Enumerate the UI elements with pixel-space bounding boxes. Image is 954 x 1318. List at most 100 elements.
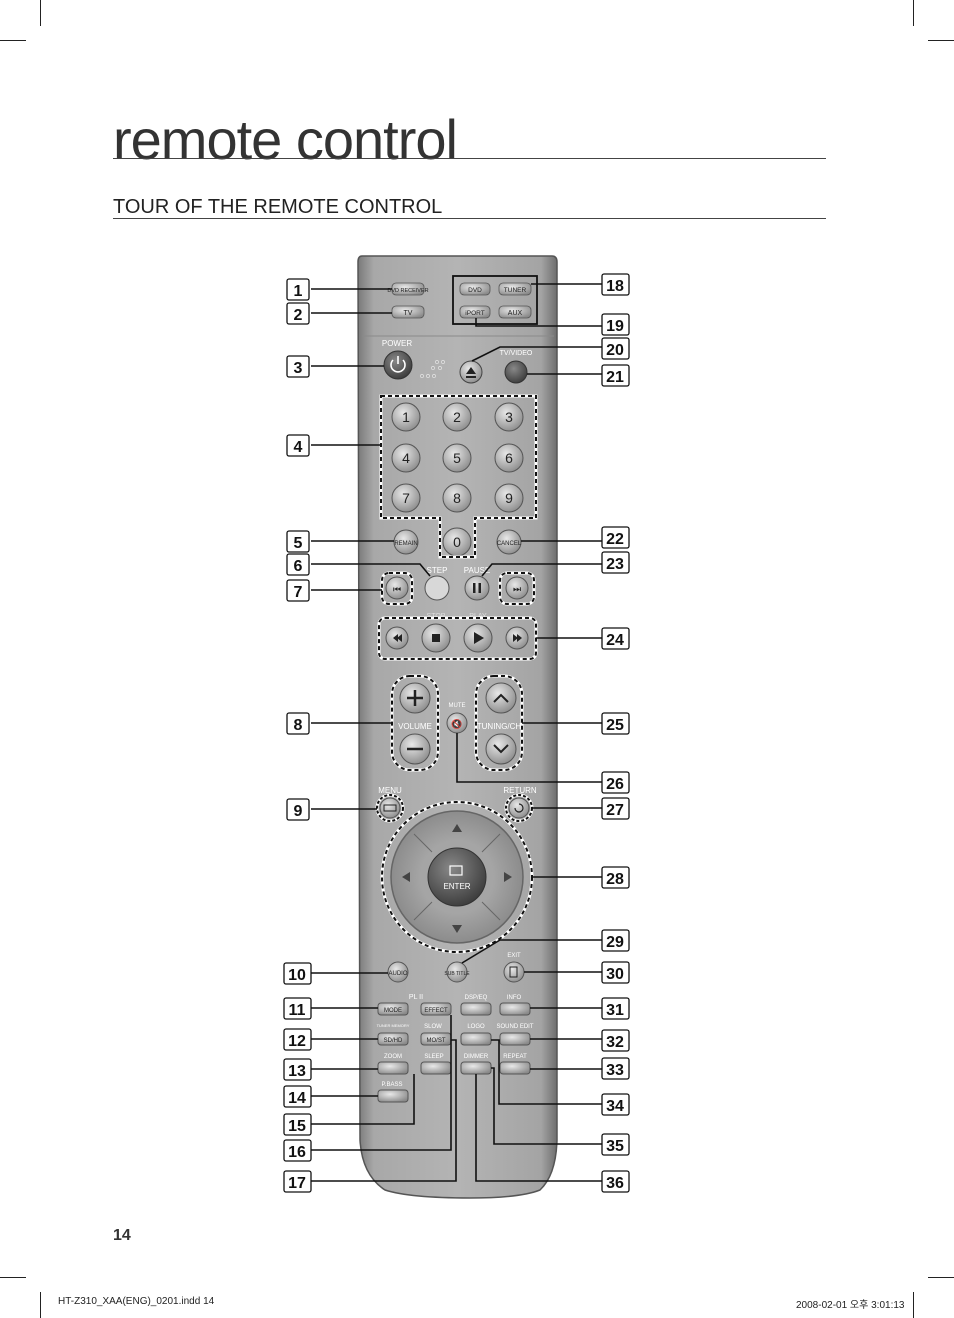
most-label: MO/ST [427,1038,446,1044]
return-label: RETURN [503,786,537,795]
effect-button [420,1002,452,1016]
pause-button [464,575,490,601]
callout-26: 26 [606,776,624,793]
callout-34: 34 [606,1098,624,1115]
menu-button [379,797,401,819]
title-rule [113,158,826,159]
crop-mark [913,0,914,26]
tuner-button[interactable]: TUNER [504,287,527,294]
crop-mark [40,0,41,26]
callout-5: 5 [294,535,303,552]
digit-5-button[interactable]: 5 [453,450,461,466]
audio-label: AUDIO [388,971,407,977]
digit-7-button[interactable]: 7 [402,490,410,506]
digit-2-button[interactable]: 2 [453,409,461,425]
zoom-label: ZOOM [384,1054,402,1060]
callout-29: 29 [606,934,624,951]
callout-8: 8 [294,717,303,734]
callout-33: 33 [606,1062,624,1079]
effect-label: EFFECT [424,1008,448,1014]
tv-button[interactable]: TV [404,310,413,317]
number-pad: 1 2 3 4 5 6 7 8 9 0 [379,394,538,559]
callout-1: 1 [294,283,303,300]
callout-11: 11 [289,1002,306,1019]
iport-button[interactable]: iPORT [465,310,484,317]
callout-36: 36 [606,1175,624,1192]
callout-10: 10 [288,967,306,984]
svg-text:⏭: ⏭ [513,584,521,594]
callout-25: 25 [606,717,624,734]
crop-mark [928,40,954,41]
aux-button[interactable]: AUX [508,310,523,317]
mode-label: MODE [384,1008,402,1014]
power-button [383,350,413,380]
crop-mark [928,1277,954,1278]
digit-0-button[interactable]: 0 [453,534,461,550]
crop-mark [913,1292,914,1318]
callout-3: 3 [294,360,303,377]
callout-20: 20 [606,342,624,359]
pause-label: PAUSE [464,566,491,575]
nav-up-button [452,824,462,832]
svg-text:⏮: ⏮ [393,584,401,594]
pbass-label: P.BASS [382,1082,403,1088]
section-rule [113,218,826,219]
callout-12: 12 [288,1033,306,1050]
subtitle-button [446,961,468,983]
digit-1-button[interactable]: 1 [402,409,410,425]
callout-15: 15 [288,1118,306,1135]
step-button [424,575,450,601]
callout-27: 27 [606,802,624,819]
digit-9-button[interactable]: 9 [505,490,513,506]
tuning-label: TUNING/CH [477,722,522,731]
callout-22: 22 [606,531,624,548]
cancel-label: CANCEL [497,541,522,547]
footer-timestamp: 2008-02-01 오후 3:01:13 [796,1300,905,1311]
dvd-button[interactable]: DVD [468,287,482,294]
digit-6-button[interactable]: 6 [505,450,513,466]
callout-4: 4 [294,439,303,456]
step-label: STEP [427,566,448,575]
slow-label: SLOW [424,1024,442,1030]
volume-label: VOLUME [398,722,432,731]
subtitle-label: SUB TITLE [444,971,470,977]
repeat-label: REPEAT [503,1054,527,1060]
dimmer-button [460,1061,492,1075]
sound-edit-label: SOUND EDIT [496,1024,533,1030]
dsp-label: DSP/EQ [465,995,488,1001]
tuning-up-button [485,682,517,714]
skip-back-button [385,576,409,600]
svg-text:🔇: 🔇 [451,718,462,729]
page-title: remote control [113,108,458,171]
mode-button [377,1002,409,1016]
exit-button [503,961,525,983]
repeat-button [499,1061,531,1075]
power-label: POWER [382,339,412,348]
crop-mark [0,1277,26,1278]
callout-30: 30 [606,966,624,983]
zoom-button [377,1061,409,1075]
mute-label: MUTE [449,703,466,709]
dvd-receiver-button[interactable]: DVD RECEIVER [387,288,428,294]
callout-9: 9 [294,803,303,820]
nav-left-button [402,872,410,882]
callout-28: 28 [606,871,624,888]
digit-3-button[interactable]: 3 [505,409,513,425]
callout-17: 17 [288,1175,306,1192]
pbass-button [377,1089,409,1103]
cancel-button [496,529,522,555]
callout-16: 16 [288,1144,306,1161]
enter-button [427,847,487,907]
tvvideo-label: TV/VIDEO [500,350,533,357]
nav-down-button [452,925,462,933]
digit-4-button[interactable]: 4 [402,450,410,466]
footer-file: HT-Z310_XAA(ENG)_0201.indd 14 [58,1296,215,1307]
sleep-button [420,1061,452,1075]
callout-2: 2 [294,307,303,324]
digit-8-button[interactable]: 8 [453,490,461,506]
tuner-memory-label: TUNER MEMORY [377,1023,410,1028]
info-label: INFO [507,995,522,1001]
logo-button [460,1032,492,1046]
crop-mark [0,40,26,41]
